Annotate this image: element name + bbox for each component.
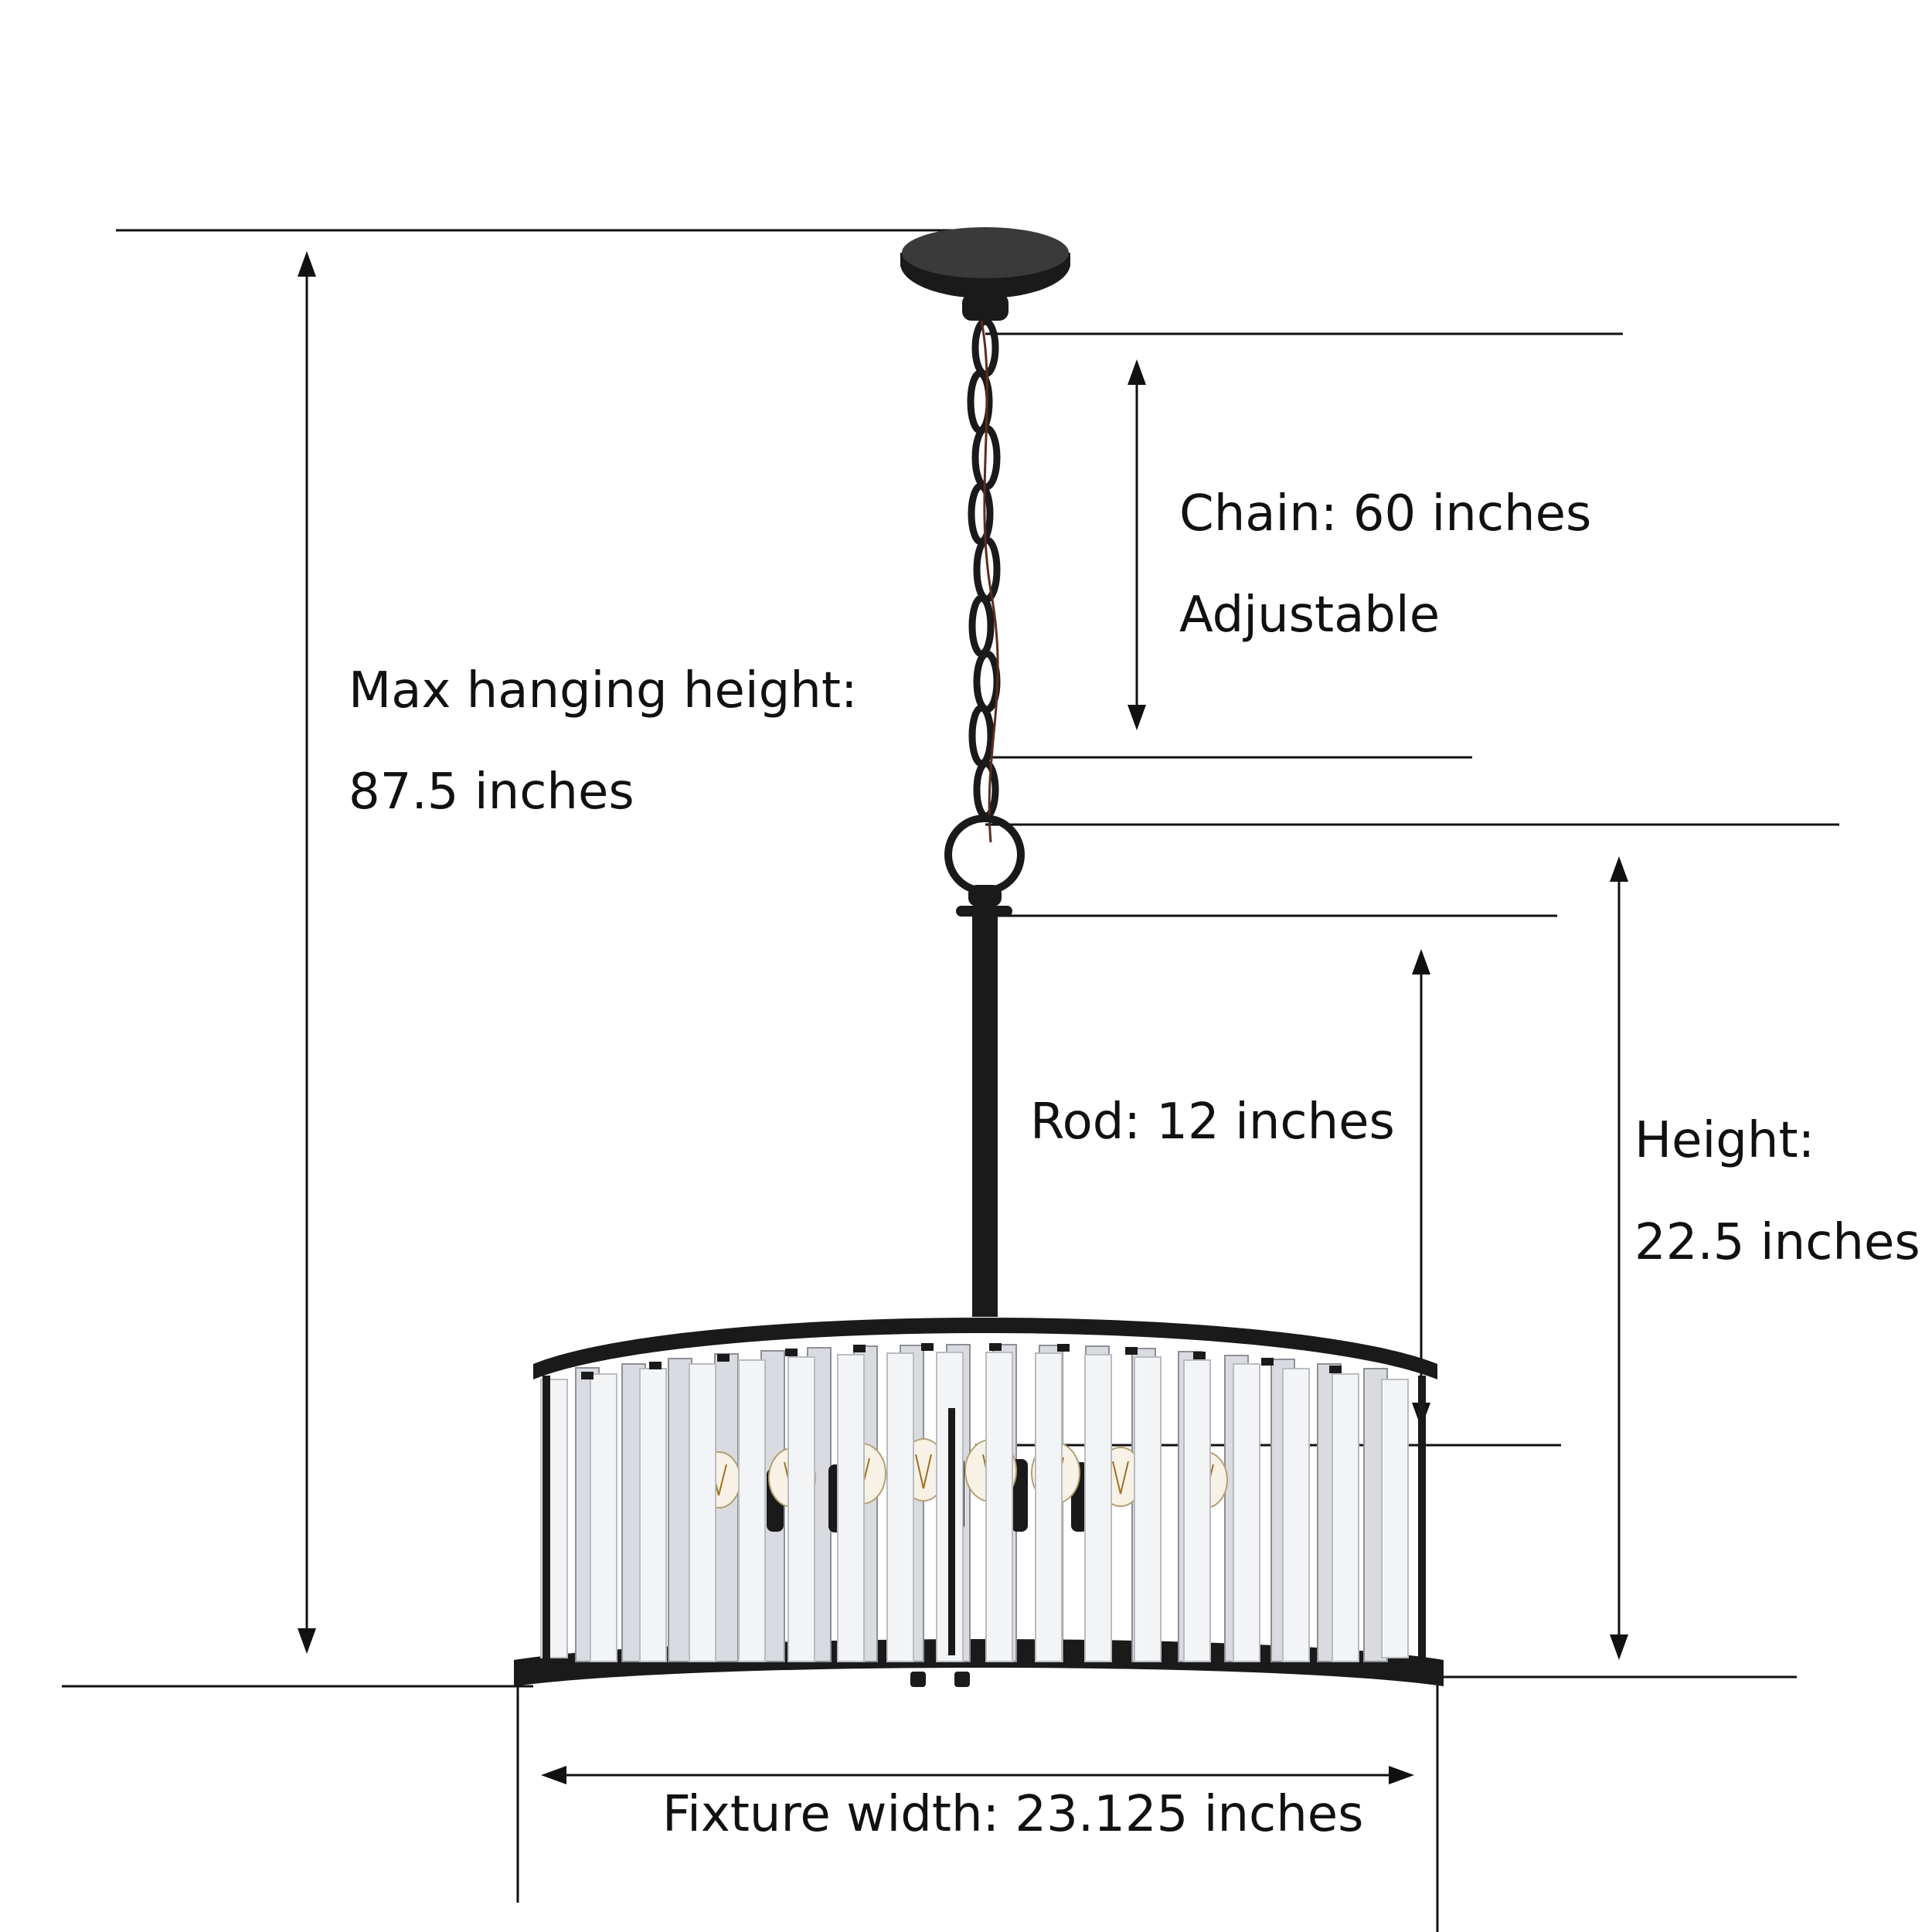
electrical-cord bbox=[980, 320, 999, 843]
crystal-prism bbox=[1084, 1354, 1112, 1662]
crystal-prism bbox=[1233, 1363, 1260, 1662]
crystal-prism bbox=[787, 1356, 815, 1662]
crystal-clip bbox=[717, 1354, 730, 1362]
crystal-prism bbox=[1282, 1368, 1310, 1662]
rod-length-label: Rod: 12 inches bbox=[1030, 1094, 1395, 1151]
chain-adjustable-label: Adjustable bbox=[1179, 587, 1440, 644]
crystal-prism bbox=[689, 1363, 716, 1662]
crystal-clip bbox=[581, 1372, 594, 1379]
left-frame-post bbox=[543, 1376, 550, 1662]
crystal-prism bbox=[1183, 1359, 1211, 1662]
bottom-bolt bbox=[910, 1672, 926, 1687]
crystal-prism bbox=[985, 1352, 1013, 1662]
ring-connector bbox=[968, 885, 1002, 906]
max-hanging-height-value: 87.5 inches bbox=[349, 764, 634, 821]
crystal-prism bbox=[886, 1352, 914, 1662]
chain-link bbox=[973, 760, 999, 820]
dimension-arrows bbox=[298, 251, 1628, 1784]
chain-link bbox=[968, 704, 995, 767]
max-height-arrow-bottom-head bbox=[298, 1628, 316, 1654]
rod-arrow-top-head bbox=[1412, 949, 1430, 975]
max-height-arrow-top-head bbox=[298, 251, 316, 277]
fixture-height-label: Height: bbox=[1634, 1112, 1815, 1169]
chain-link bbox=[968, 482, 994, 546]
width-arrow-right-head bbox=[1389, 1766, 1414, 1784]
rod-assembly bbox=[944, 815, 1025, 1317]
crystal-prism bbox=[668, 1358, 692, 1662]
crystal-prism bbox=[738, 1359, 766, 1662]
bottom-bolt bbox=[954, 1672, 970, 1687]
bulb-filament bbox=[915, 1454, 932, 1489]
width-arrow-left-head bbox=[541, 1766, 566, 1784]
canopy-top-shine bbox=[902, 227, 1069, 278]
bulb-filament bbox=[1112, 1461, 1129, 1495]
top-crystal-clips bbox=[581, 1343, 1342, 1379]
crystal-clip bbox=[853, 1345, 866, 1352]
crystal-prism bbox=[1381, 1379, 1409, 1658]
crystal-clip bbox=[921, 1343, 934, 1351]
chain-length-label: Chain: 60 inches bbox=[1179, 485, 1591, 543]
crystal-clip bbox=[1329, 1366, 1342, 1373]
labels: Chain: 60 inches Adjustable Max hanging … bbox=[349, 485, 1920, 1843]
crystal-clip bbox=[649, 1362, 662, 1369]
height-arrow-bottom-head bbox=[1610, 1634, 1628, 1660]
crystal-clip bbox=[1261, 1358, 1274, 1366]
chain-arrow-top-head bbox=[1128, 359, 1146, 385]
height-arrow-top-head bbox=[1610, 856, 1628, 882]
crystal-clip bbox=[1125, 1347, 1138, 1355]
crystal-prism bbox=[837, 1354, 865, 1662]
chain bbox=[967, 318, 1001, 843]
crystal-prism bbox=[639, 1368, 667, 1662]
rod-cap bbox=[956, 906, 1012, 917]
crystal-clip bbox=[1057, 1344, 1070, 1352]
fixture-height-value: 22.5 inches bbox=[1634, 1214, 1920, 1271]
chain-link bbox=[968, 594, 995, 658]
crystal-clip bbox=[989, 1343, 1002, 1351]
right-frame-post bbox=[1418, 1376, 1426, 1662]
center-frame-post bbox=[948, 1408, 955, 1655]
canopy-hook-base bbox=[962, 294, 1009, 321]
crystal-prism bbox=[1035, 1352, 1063, 1662]
top-ring bbox=[533, 1318, 1437, 1379]
chandelier bbox=[514, 227, 1444, 1687]
ceiling-canopy bbox=[900, 227, 1070, 321]
crystal-clip bbox=[785, 1349, 798, 1356]
crystal-prism bbox=[1134, 1356, 1162, 1662]
rod bbox=[972, 915, 998, 1317]
crystal-clip bbox=[1193, 1352, 1206, 1359]
front-crystal-row bbox=[540, 1352, 1409, 1662]
crystal-prism bbox=[590, 1373, 617, 1662]
fixture-width-label: Fixture width: 23.125 inches bbox=[662, 1786, 1364, 1843]
loop-ring bbox=[944, 815, 1025, 895]
chain-arrow-bottom-head bbox=[1128, 705, 1146, 730]
dimension-lines bbox=[62, 229, 1839, 1932]
crystal-prism bbox=[1332, 1373, 1359, 1662]
chain-link bbox=[973, 650, 1001, 713]
fixture-drum bbox=[514, 1318, 1444, 1687]
max-hanging-height-label: Max hanging height: bbox=[349, 662, 858, 719]
